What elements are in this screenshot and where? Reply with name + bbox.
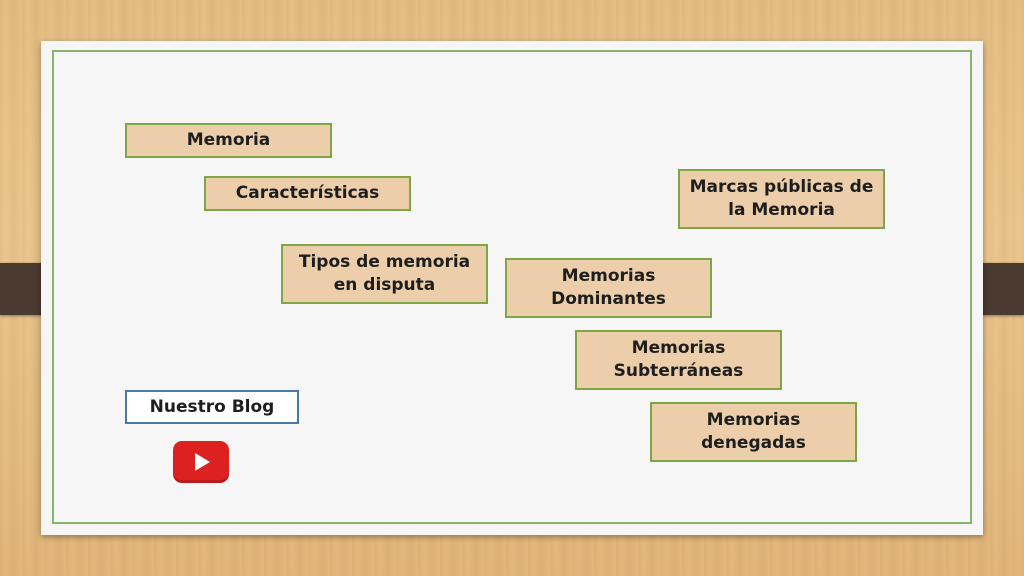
play-triangle-icon — [195, 453, 210, 471]
box-memorias-subterraneas[interactable]: Memorias Subterráneas — [575, 330, 782, 390]
box-tipos-de-memoria[interactable]: Tipos de memoria en disputa — [281, 244, 488, 304]
box-memorias-dominantes[interactable]: Memorias Dominantes — [505, 258, 712, 318]
box-memorias-denegadas[interactable]: Memorias denegadas — [650, 402, 857, 462]
inner-frame — [52, 50, 972, 524]
box-marcas-publicas[interactable]: Marcas públicas de la Memoria — [678, 169, 885, 229]
youtube-play-icon[interactable] — [173, 441, 229, 483]
box-caracteristicas[interactable]: Características — [204, 176, 411, 211]
box-memoria[interactable]: Memoria — [125, 123, 332, 158]
nuestro-blog-link[interactable]: Nuestro Blog — [125, 390, 299, 424]
